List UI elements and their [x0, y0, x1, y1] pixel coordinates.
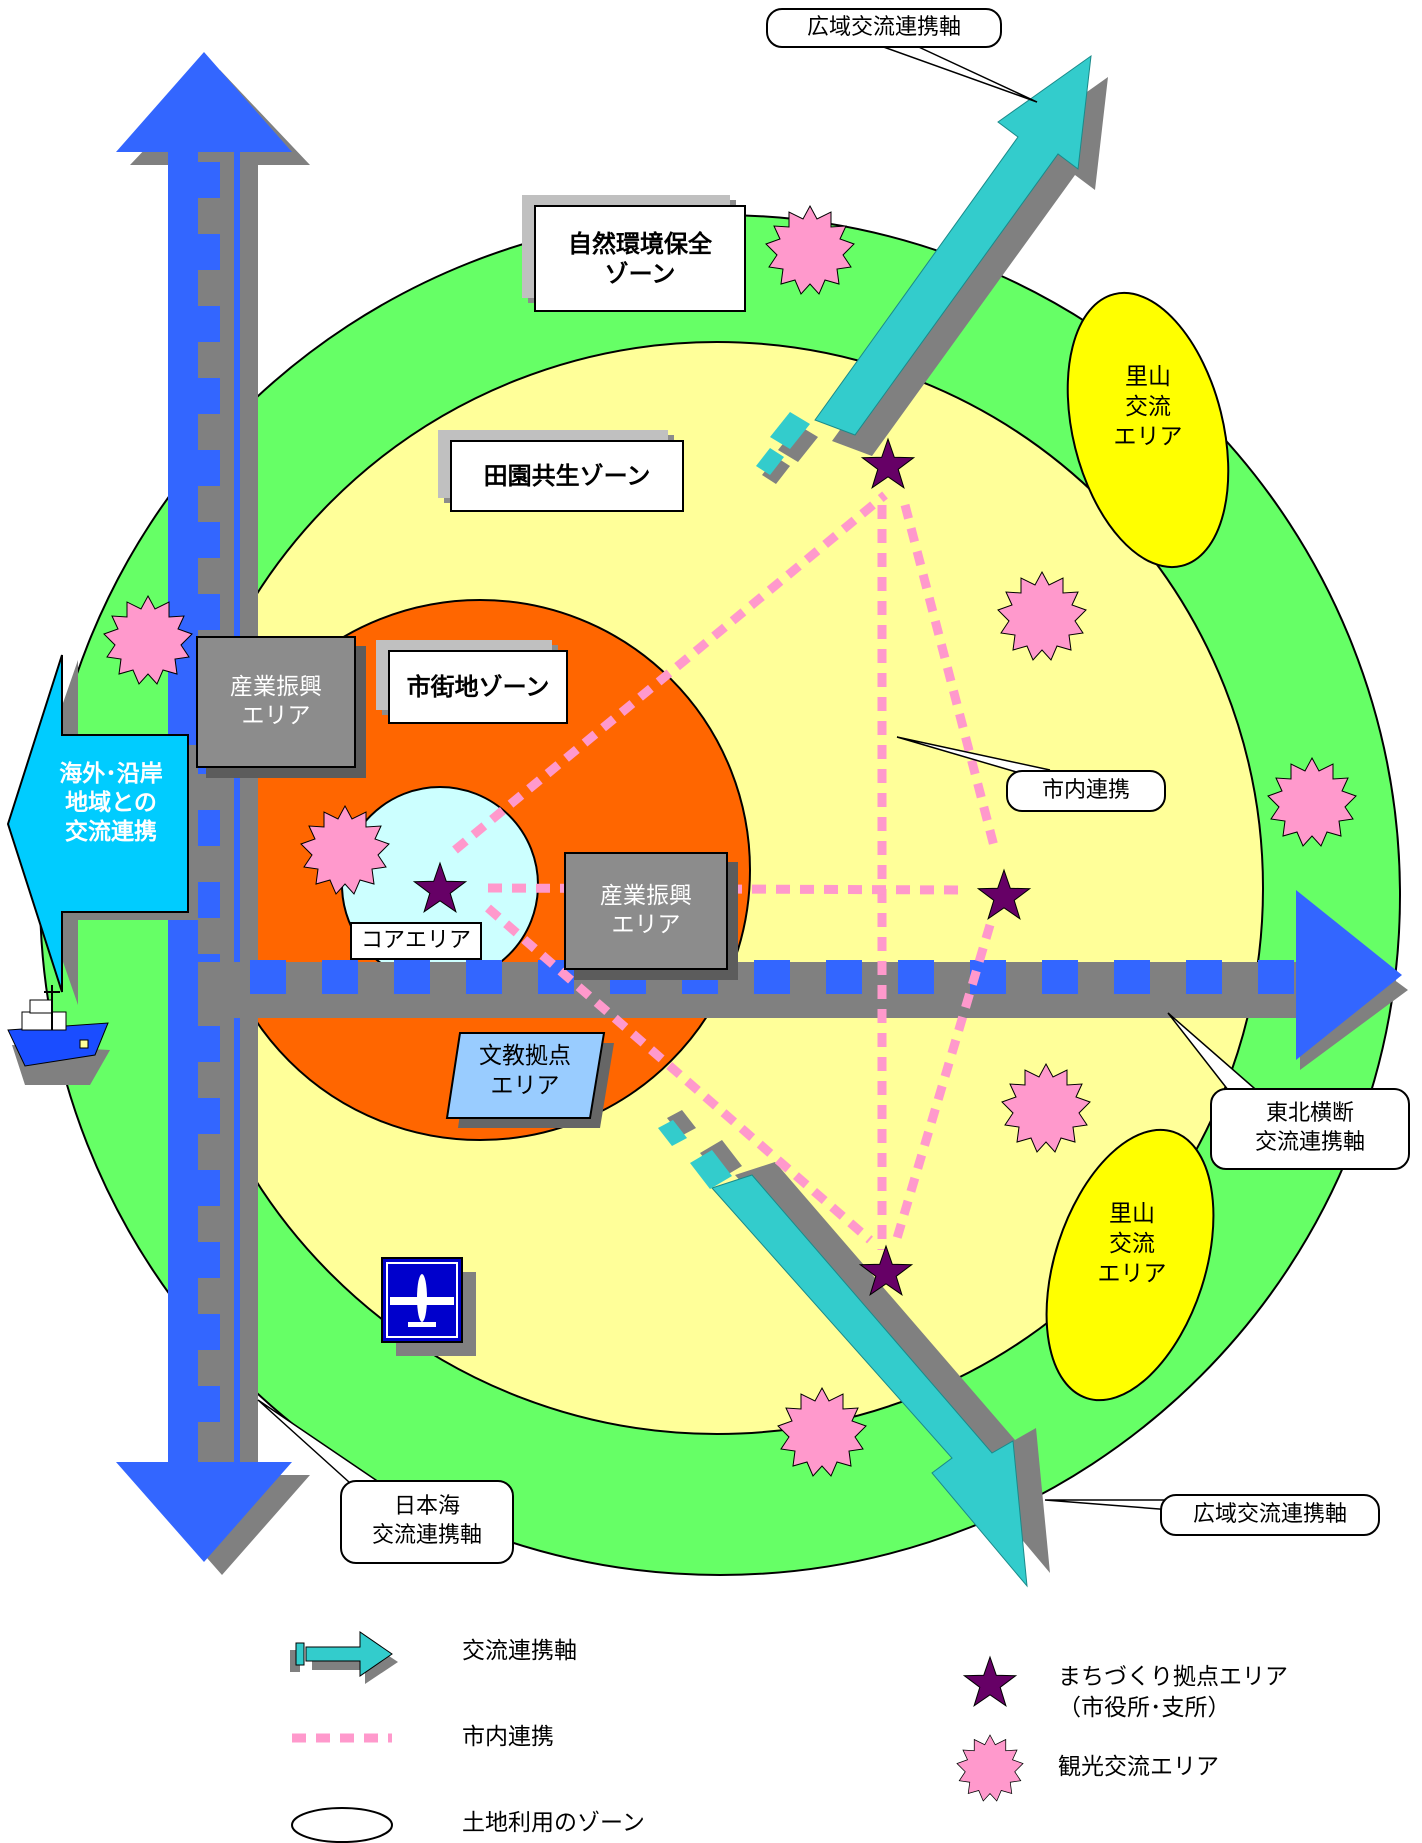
axis-dash: [186, 306, 220, 342]
axis-dash: [186, 1314, 220, 1350]
satoyama-north-ellipse: [1066, 291, 1230, 569]
rural-zone-label: 田園共生ゾーン: [450, 440, 684, 512]
nature-zone-label: 自然環境保全 ゾーン: [534, 205, 746, 312]
overseas-axis-arrow: [6, 654, 198, 1005]
axis-dash: [186, 378, 220, 414]
axis-dash: [186, 594, 220, 630]
axis-dash: [1258, 960, 1294, 994]
axis-dash: [826, 960, 862, 994]
axis-dash: [186, 522, 220, 558]
wide-area-axis-south-callout: 広域交流連携軸: [1160, 1494, 1380, 1536]
axis-dash: [322, 960, 358, 994]
axis-dash: [186, 234, 220, 270]
legend-hub-area-label: まちづくり拠点エリア （市役所･支所）: [1058, 1664, 1288, 1722]
satoyama-south-ellipse: [1045, 1128, 1215, 1402]
overseas-axis-label: 海外･沿岸 地域との 交流連携: [59, 761, 163, 845]
ship-icon: [7, 985, 110, 1085]
legend-city-link-label: 市内連携: [462, 1724, 554, 1750]
urban-zone-label: 市街地ゾーン: [388, 650, 568, 724]
wide-area-axis-north-callout: 広域交流連携軸: [766, 8, 1002, 48]
city-link-callout: 市内連携: [1006, 770, 1166, 812]
axis-dash: [186, 1026, 220, 1062]
airplane-icon: [381, 1257, 476, 1356]
wide-area-axis-south: [658, 1110, 1050, 1588]
axis-dash: [186, 1170, 220, 1206]
satoyama-north-label: 里山 交流 エリア: [1113, 364, 1183, 450]
axis-dash: [186, 1242, 220, 1278]
star-icon: [963, 1656, 1017, 1707]
axis-dash: [1186, 960, 1222, 994]
axis-dash: [754, 960, 790, 994]
japan-sea-axis-callout: 日本海 交流連携軸: [340, 1480, 514, 1564]
education-area-label: 文教拠点 エリア: [479, 1043, 571, 1099]
axis-dash: [186, 450, 220, 486]
axis-dash: [250, 960, 286, 994]
legend-exchange-axis-label: 交流連携軸: [462, 1638, 577, 1664]
industry-area-east: 産業振興 エリア: [564, 852, 728, 970]
axis-dash: [186, 1098, 220, 1134]
industry-area-west: 産業振興 エリア: [196, 636, 356, 768]
axis-dash: [186, 162, 220, 198]
axis-dash: [898, 960, 934, 994]
arrow-icon: [290, 1631, 398, 1684]
satoyama-south-label: 里山 交流 エリア: [1097, 1201, 1167, 1287]
axis-dash: [394, 960, 430, 994]
axis-dash: [1042, 960, 1078, 994]
land-use-zone-legend-ellipse: [291, 1807, 393, 1843]
legend-tourism-area-label: 観光交流エリア: [1058, 1754, 1219, 1780]
tohoku-axis-dashes: [250, 960, 1294, 994]
axis-dash: [186, 1386, 220, 1422]
legend-graphics: [290, 1631, 1024, 1843]
education-area-shape: [445, 1032, 614, 1128]
axis-dash: [466, 960, 502, 994]
wide-area-axis-north: [756, 54, 1108, 484]
starburst-icon: [956, 1734, 1024, 1802]
axis-dash: [1114, 960, 1150, 994]
tohoku-axis-callout: 東北横断 交流連携軸: [1210, 1088, 1410, 1170]
legend-land-use-zone-label: 土地利用のゾーン: [462, 1810, 645, 1836]
core-area-label: コアエリア: [350, 922, 482, 960]
